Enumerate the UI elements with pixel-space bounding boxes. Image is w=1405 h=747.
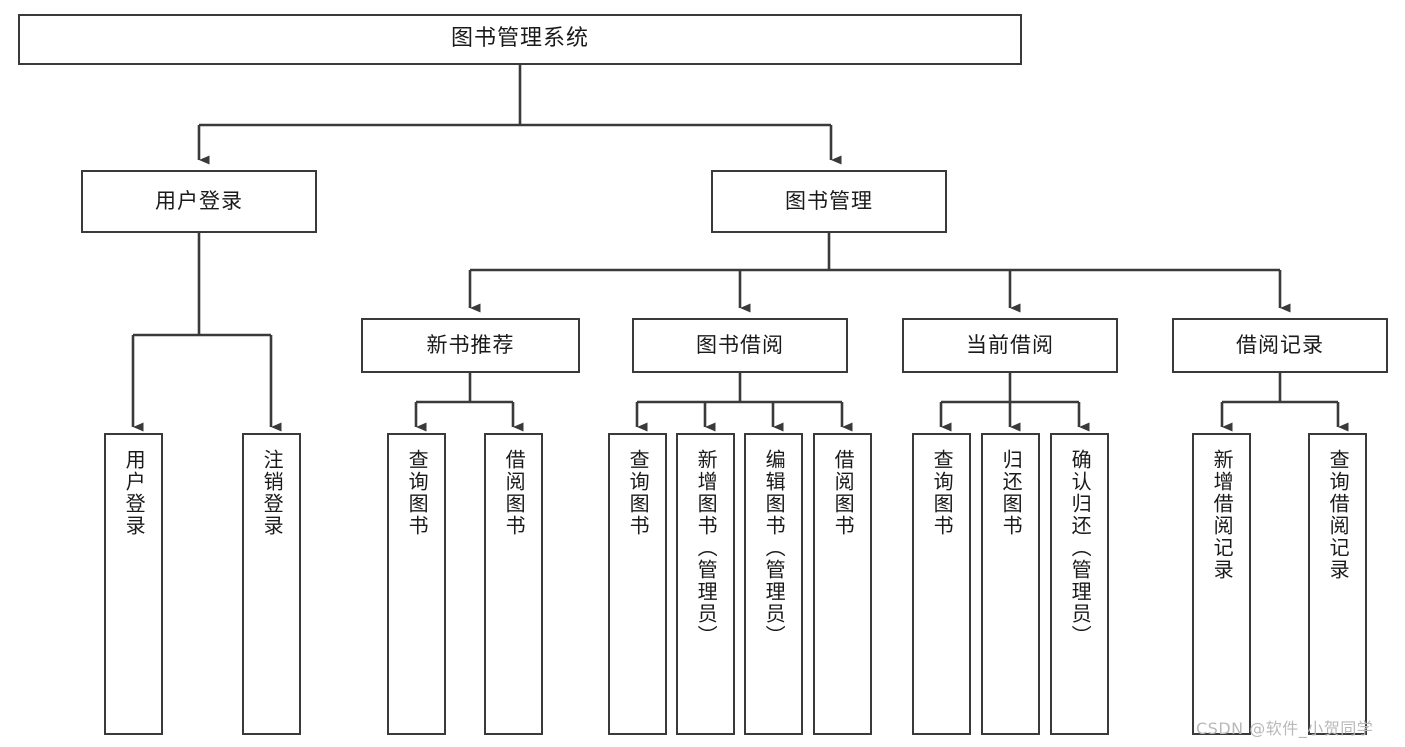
node-leaf-add-borrow-record[interactable]: 新增借阅记录 bbox=[1192, 433, 1251, 735]
node-label: 用户登录 bbox=[122, 449, 147, 537]
node-label: 新增图书（管理员） bbox=[694, 449, 719, 647]
node-leaf-return-book[interactable]: 归还图书 bbox=[981, 433, 1040, 735]
node-label: 查询图书 bbox=[405, 449, 430, 537]
node-label: 查询借阅记录 bbox=[1326, 449, 1351, 581]
node-user-login[interactable]: 用户登录 bbox=[81, 170, 317, 233]
node-leaf-confirm-return-admin[interactable]: 确认归还（管理员） bbox=[1050, 433, 1109, 735]
node-borrow-record[interactable]: 借阅记录 bbox=[1172, 318, 1388, 373]
node-leaf-query-borrow-record[interactable]: 查询借阅记录 bbox=[1308, 433, 1367, 735]
node-leaf-edit-book-admin[interactable]: 编辑图书（管理员） bbox=[744, 433, 803, 735]
node-label: 确认归还（管理员） bbox=[1068, 449, 1093, 647]
node-label: 借阅记录 bbox=[1236, 332, 1324, 357]
node-label: 归还图书 bbox=[999, 449, 1024, 537]
node-book-borrow[interactable]: 图书借阅 bbox=[632, 318, 848, 373]
node-label: 新书推荐 bbox=[426, 332, 515, 357]
node-label: 新增借阅记录 bbox=[1210, 449, 1235, 581]
node-label: 用户登录 bbox=[155, 188, 243, 213]
node-current-borrow[interactable]: 当前借阅 bbox=[902, 318, 1118, 373]
node-label: 图书管理系统 bbox=[450, 26, 589, 52]
node-label: 图书借阅 bbox=[696, 332, 784, 357]
node-label: 当前借阅 bbox=[966, 332, 1054, 357]
node-leaf-query-book-current[interactable]: 查询图书 bbox=[912, 433, 971, 735]
node-leaf-borrow-book-recommend[interactable]: 借阅图书 bbox=[484, 433, 543, 735]
node-leaf-borrow-book[interactable]: 借阅图书 bbox=[813, 433, 872, 735]
node-label: 注销登录 bbox=[260, 449, 285, 537]
node-label: 借阅图书 bbox=[502, 449, 527, 537]
node-label: 查询图书 bbox=[626, 449, 651, 537]
node-leaf-query-book-recommend[interactable]: 查询图书 bbox=[387, 433, 446, 735]
node-leaf-query-book-borrow[interactable]: 查询图书 bbox=[608, 433, 667, 735]
node-label: 编辑图书（管理员） bbox=[762, 449, 787, 647]
node-leaf-user-login[interactable]: 用户登录 bbox=[104, 433, 163, 735]
node-label: 查询图书 bbox=[930, 449, 955, 537]
csdn-watermark: CSDN @软件_小贺同学 bbox=[1196, 719, 1374, 738]
node-new-book-recommend[interactable]: 新书推荐 bbox=[361, 318, 580, 373]
node-leaf-add-book-admin[interactable]: 新增图书（管理员） bbox=[676, 433, 735, 735]
node-label: 图书管理 bbox=[785, 188, 873, 213]
node-book-management-system[interactable]: 图书管理系统 bbox=[18, 14, 1022, 65]
node-book-management[interactable]: 图书管理 bbox=[711, 170, 947, 233]
node-label: 借阅图书 bbox=[831, 449, 856, 537]
node-leaf-logout-login[interactable]: 注销登录 bbox=[242, 433, 301, 735]
